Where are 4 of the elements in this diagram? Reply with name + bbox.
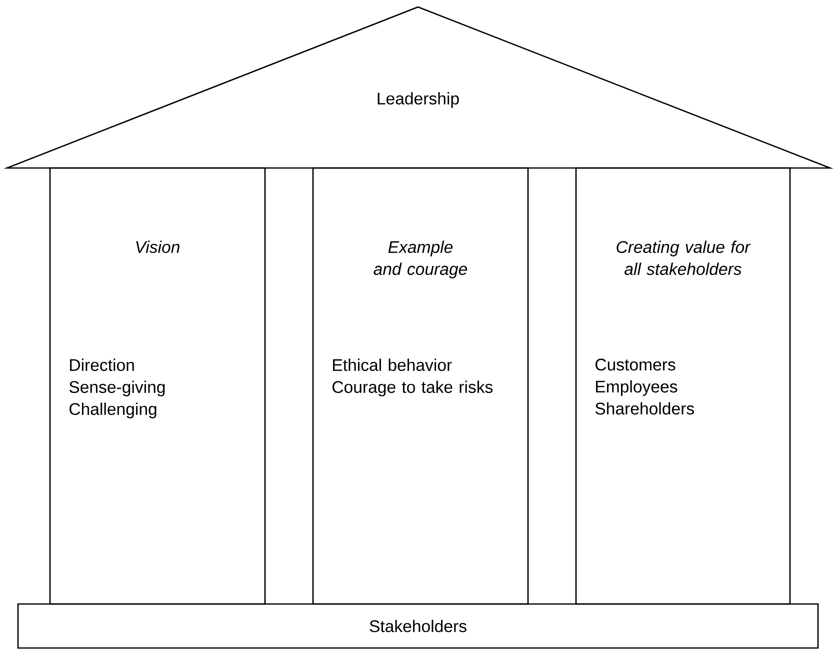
pillar: Example and courage Ethical behavior Courage to take risks — [312, 167, 529, 605]
base-box: Stakeholders — [17, 603, 819, 649]
pillar: Vision Direction Sense-giving Challenging — [49, 167, 266, 605]
pillar: Creating value for all stakeholders Customers Employees Shareholders — [575, 167, 791, 605]
